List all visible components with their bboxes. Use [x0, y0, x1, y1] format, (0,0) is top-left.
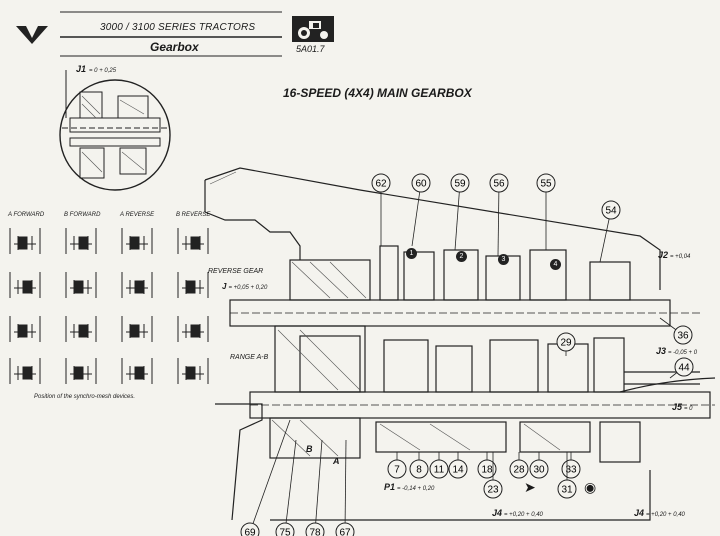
synchro-cell	[177, 358, 209, 384]
callout-55: 55	[536, 173, 556, 250]
callout-67: 67	[335, 439, 355, 536]
callout-label: 56	[493, 179, 505, 190]
callout-label: 62	[375, 179, 387, 190]
callout-78: 78	[305, 439, 325, 536]
callout-60: 60	[411, 173, 431, 247]
callout-28: 28	[509, 452, 529, 479]
callout-59: 59	[450, 173, 470, 251]
callout-7: 7	[387, 452, 407, 479]
j4-label-right: J4= +0,20 + 0,40	[634, 508, 685, 518]
synchro-label-a-forward: A FORWARD	[8, 212, 45, 218]
callout-label: 55	[540, 179, 552, 190]
callout-label: 69	[244, 528, 256, 536]
synchro-cell	[121, 272, 153, 298]
callout-18: 18	[477, 452, 497, 479]
callout-label: 67	[339, 528, 351, 536]
synchro-cell	[177, 228, 209, 254]
synchro-cell	[121, 358, 153, 384]
callout-label: 29	[560, 338, 572, 349]
callout-label: 33	[565, 465, 577, 476]
callout-36: 36	[659, 317, 693, 345]
callout-label: 7	[394, 465, 400, 476]
callout-label: 59	[454, 179, 466, 190]
callout-23: 23	[483, 452, 503, 499]
callout-8: 8	[409, 452, 429, 479]
synchro-cell	[65, 358, 97, 384]
callout-69: 69	[240, 419, 291, 536]
reverse-gear-label: REVERSE GEAR	[208, 268, 264, 275]
callout-label: 54	[605, 206, 617, 217]
page-code: 5A01.7	[296, 44, 325, 54]
p1-label: P1= -0,14 + 0,20	[384, 482, 435, 492]
callout-label: 75	[279, 528, 291, 536]
gear-marker-4: 4	[550, 259, 561, 270]
callout-label: 14	[452, 465, 464, 476]
callout-14: 14	[448, 452, 468, 479]
callout-label: 44	[678, 363, 690, 374]
brand-logo	[14, 24, 54, 46]
section-title: Gearbox	[150, 40, 199, 54]
j1-label: J1= 0 + 0,25	[76, 64, 117, 74]
callout-label: 30	[533, 465, 545, 476]
synchro-cell	[9, 316, 41, 342]
diagram-title: 16-SPEED (4X4) MAIN GEARBOX	[283, 86, 472, 100]
j5-label: J5= 0	[672, 402, 693, 412]
synchro-cell	[65, 228, 97, 254]
gear-marker-3: 3	[498, 254, 509, 265]
callout-54: 54	[599, 200, 621, 263]
callout-label: 28	[513, 465, 525, 476]
callout-31: 31	[557, 452, 577, 499]
tractor-icon	[292, 16, 334, 42]
label-a: A	[333, 456, 340, 466]
callout-label: 36	[677, 331, 689, 342]
callout-label: 18	[481, 465, 493, 476]
callout-56: 56	[489, 173, 509, 257]
synchro-cell	[9, 358, 41, 384]
callout-label: 8	[416, 465, 422, 476]
callout-label: 78	[309, 528, 321, 536]
tortoise-icon: ◉	[584, 479, 597, 495]
callout-33: 33	[561, 452, 581, 479]
synchro-cell	[65, 316, 97, 342]
series-title: 3000 / 3100 SERIES TRACTORS	[100, 22, 256, 33]
synchro-cell	[9, 228, 41, 254]
synchro-cell	[65, 272, 97, 298]
label-b: B	[306, 444, 313, 454]
callout-75: 75	[275, 439, 297, 536]
j3-label: J3= -0,05 + 0	[656, 346, 698, 356]
callout-30: 30	[529, 452, 549, 479]
j4-label-left: J4= +0,20 + 0,40	[492, 508, 543, 518]
j2-label: J2= +0,04	[658, 250, 691, 260]
callout-62: 62	[371, 173, 391, 246]
hare-icon: ➤	[524, 479, 536, 495]
callout-label: 23	[487, 485, 499, 496]
j-label: J= +0,05 + 0,20	[222, 282, 268, 291]
gear-marker-1: 1	[406, 248, 417, 259]
range-label: RANGE A-B	[230, 354, 269, 361]
synchro-caption: Position of the synchro-mesh devices.	[34, 394, 136, 400]
callout-29: 29	[556, 332, 576, 356]
callout-label: 31	[561, 485, 573, 496]
callout-44: 44	[669, 357, 694, 379]
gear-marker-2: 2	[456, 251, 467, 262]
callout-11: 11	[429, 452, 449, 479]
synchro-cell	[121, 316, 153, 342]
synchro-cell	[121, 228, 153, 254]
synchro-label-b-forward: B FORWARD	[64, 212, 101, 218]
synchro-label-b-reverse: B REVERSE	[176, 212, 211, 218]
callout-label: 11	[434, 465, 445, 476]
synchro-label-a-reverse: A REVERSE	[120, 212, 155, 218]
synchro-cell	[9, 272, 41, 298]
callout-label: 60	[415, 179, 427, 190]
synchro-cell	[177, 316, 209, 342]
synchro-cell	[177, 272, 209, 298]
